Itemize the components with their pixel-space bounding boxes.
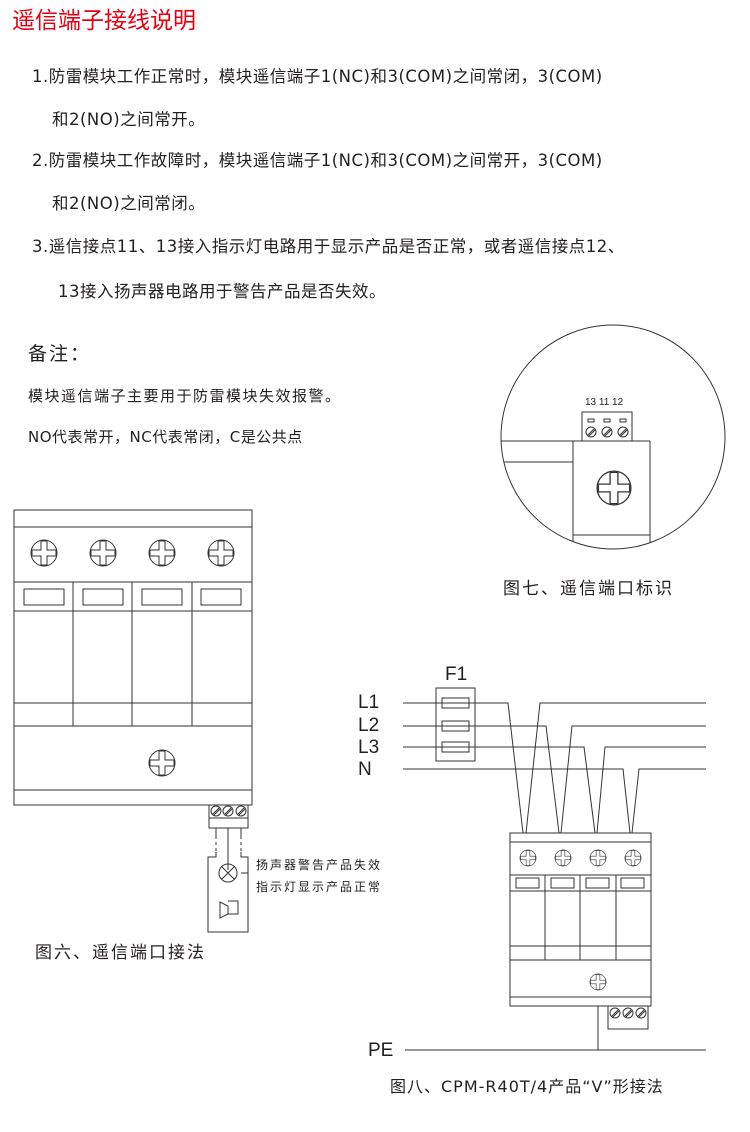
instruction-line: 3.遥信接点11、13接入指示灯电路用于显示产品是否正常，或者遥信接点12、 — [32, 237, 625, 256]
instruction-line: 和2(NO)之间常闭。 — [52, 194, 206, 213]
figure7-detail — [500, 324, 726, 550]
figure6-caption: 图六、遥信端口接法 — [35, 943, 206, 963]
instruction-line: 2.防雷模块工作故障时，模块遥信端子1(NC)和3(COM)之间常开，3(COM… — [32, 151, 603, 170]
instruction-line: 13接入扬声器电路用于警告产品是否失效。 — [58, 282, 386, 301]
lamp-label: 指示灯显示产品正常 — [256, 880, 383, 894]
note-line: NO代表常开，NC代表常闭，C是公共点 — [28, 428, 303, 446]
speaker-label: 扬声器警告产品失效 — [256, 858, 383, 872]
note-line: 模块遥信端子主要用于防雷模块失效报警。 — [28, 387, 342, 405]
pe-label: PE — [368, 1040, 394, 1061]
line-label-n: N — [358, 759, 372, 780]
line-label-l2: L2 — [358, 715, 380, 736]
figure8-caption: 图八、CPM-R40T/4产品“V”形接法 — [390, 1077, 664, 1096]
page-title: 遥信端子接线说明 — [12, 8, 196, 34]
screw-icon — [148, 749, 176, 777]
fuse-label: F1 — [445, 664, 468, 685]
screw-icon — [30, 539, 58, 567]
speaker-icon — [219, 900, 239, 919]
screw-icon — [148, 539, 176, 567]
screw-icon — [596, 470, 632, 506]
terminal-labels: 13 11 12 — [585, 397, 624, 408]
line-label-l1: L1 — [358, 692, 380, 713]
line-label-l3: L3 — [358, 737, 380, 758]
figure8-wiring — [403, 687, 706, 1051]
figure7-caption: 图七、遥信端口标识 — [503, 579, 674, 599]
notes-heading: 备注： — [28, 343, 92, 365]
screw-icon — [89, 539, 117, 567]
instruction-line: 1.防雷模块工作正常时，模块遥信端子1(NC)和3(COM)之间常闭，3(COM… — [32, 67, 603, 86]
lamp-icon — [218, 863, 238, 883]
fuse-box — [435, 687, 476, 762]
figure6-device — [13, 509, 253, 933]
instruction-line: 和2(NO)之间常开。 — [52, 110, 206, 129]
screw-icon — [207, 539, 235, 567]
